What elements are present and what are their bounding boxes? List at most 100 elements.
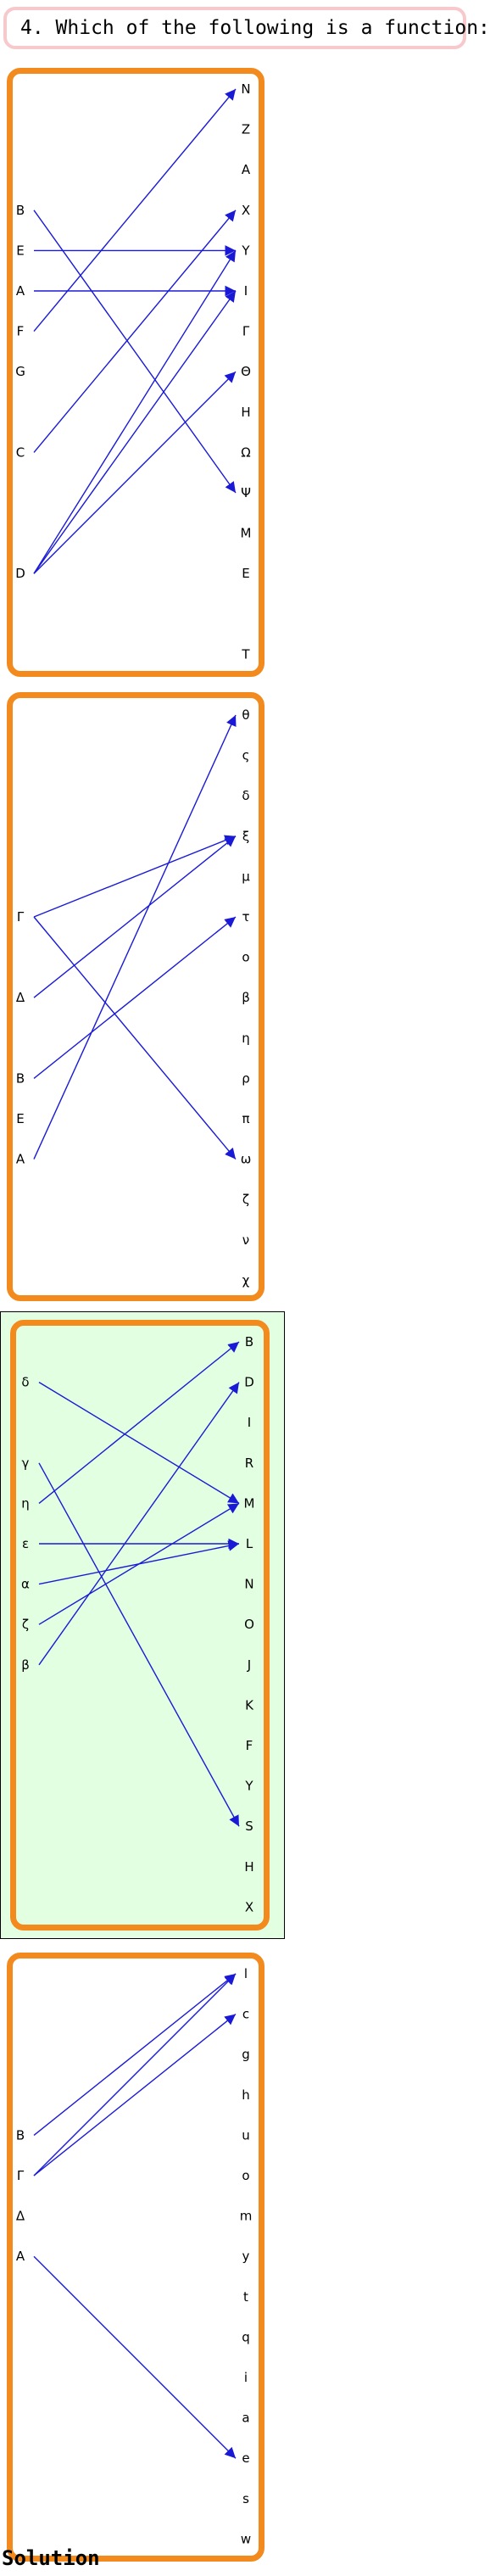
mapping-arrow xyxy=(33,916,237,1160)
domain-label: Γ xyxy=(17,2168,25,2183)
domain-label: C xyxy=(16,444,25,460)
mapping-arrow xyxy=(38,1462,240,1827)
solution-heading: Solution xyxy=(2,2546,100,2570)
codomain-label: ο xyxy=(242,950,249,965)
codomain-label: O xyxy=(244,1617,254,1632)
mapping-arrow xyxy=(38,1382,240,1666)
codomain-label: χ xyxy=(242,1272,250,1288)
domain-label: β xyxy=(21,1657,30,1673)
codomain-label: Z xyxy=(242,122,250,137)
codomain-label: N xyxy=(244,1577,253,1592)
domain-label: A xyxy=(16,1152,25,1167)
codomain-label: i xyxy=(244,2370,248,2385)
domain-label: B xyxy=(16,1070,25,1086)
codomain-label: s xyxy=(242,2491,249,2506)
domain-label: G xyxy=(15,364,25,379)
codomain-label: M xyxy=(241,526,252,541)
domain-label: η xyxy=(21,1495,30,1511)
question-text: 4. Which of the following is a function: xyxy=(20,17,490,39)
codomain-label: θ xyxy=(242,707,249,723)
codomain-label: H xyxy=(241,405,250,420)
mapping-arrow xyxy=(33,88,237,332)
codomain-label: H xyxy=(244,1859,253,1875)
domain-label: E xyxy=(16,1111,24,1126)
domain-label: δ xyxy=(21,1375,29,1390)
mapping-arrow xyxy=(33,1973,237,2176)
codomain-label: π xyxy=(242,1111,249,1126)
mapping-arrow xyxy=(33,1973,237,2136)
mapping-arrow xyxy=(33,835,237,918)
codomain-label: ρ xyxy=(242,1070,250,1086)
domain-label: A xyxy=(16,2249,25,2264)
option-panel-4[interactable] xyxy=(7,1953,264,2562)
codomain-label: L xyxy=(246,1536,253,1551)
codomain-label: T xyxy=(241,646,250,662)
domain-label: B xyxy=(16,203,25,218)
selected-option-highlight xyxy=(0,1311,285,1939)
mapping-arrow xyxy=(33,290,237,574)
codomain-label: ζ xyxy=(242,1192,249,1207)
mapping-arrow xyxy=(33,835,237,998)
mapping-arrow xyxy=(38,1341,240,1504)
option-panel-2[interactable] xyxy=(7,692,264,1301)
codomain-label: δ xyxy=(242,788,249,803)
codomain-label: η xyxy=(242,1031,250,1046)
codomain-label: u xyxy=(242,2127,250,2143)
codomain-label: y xyxy=(242,2249,250,2264)
domain-label: B xyxy=(16,2127,25,2143)
codomain-label: R xyxy=(245,1456,253,1471)
codomain-label: K xyxy=(245,1697,254,1713)
codomain-label: D xyxy=(244,1375,254,1390)
option-panel-3[interactable] xyxy=(10,1320,270,1931)
domain-label: F xyxy=(17,324,25,339)
domain-label: γ xyxy=(22,1456,30,1471)
codomain-label: ς xyxy=(242,748,250,763)
codomain-label: M xyxy=(244,1495,255,1511)
domain-label: Γ xyxy=(17,909,25,925)
codomain-label: X xyxy=(242,203,250,218)
mapping-arrow xyxy=(33,250,237,574)
domain-label: D xyxy=(15,566,25,581)
mapping-arrow xyxy=(33,714,237,1159)
codomain-label: Y xyxy=(241,243,250,258)
codomain-label: ν xyxy=(242,1232,249,1248)
codomain-label: e xyxy=(242,2450,249,2466)
codomain-label: τ xyxy=(242,909,249,925)
codomain-label: q xyxy=(242,2329,250,2344)
domain-label: Δ xyxy=(16,990,25,1005)
codomain-label: Θ xyxy=(241,364,251,379)
codomain-label: Ψ xyxy=(241,485,251,500)
domain-label: A xyxy=(16,283,25,299)
domain-label: ζ xyxy=(22,1617,29,1632)
codomain-label: Y xyxy=(244,1779,253,1794)
codomain-label: μ xyxy=(242,869,250,884)
codomain-label: X xyxy=(245,1899,253,1914)
mapping-arrow xyxy=(33,2255,237,2459)
option-panel-1[interactable] xyxy=(7,68,264,677)
codomain-label: ξ xyxy=(242,829,249,844)
mapping-arrow xyxy=(33,916,237,1079)
mapping-arrow xyxy=(38,1502,240,1625)
codomain-label: c xyxy=(242,2007,249,2022)
codomain-label: l xyxy=(244,1966,248,1981)
codomain-label: g xyxy=(242,2047,250,2062)
domain-label: α xyxy=(21,1577,30,1592)
codomain-label: S xyxy=(245,1819,253,1834)
mapping-arrow xyxy=(33,210,237,494)
codomain-label: B xyxy=(245,1334,253,1349)
mapping-arrow xyxy=(33,210,237,453)
question-box: 4. Which of the following is a function: xyxy=(3,7,490,49)
domain-label: ε xyxy=(22,1536,29,1551)
mapping-arrow xyxy=(33,2014,237,2176)
domain-label: E xyxy=(16,243,24,258)
codomain-label: F xyxy=(246,1738,253,1753)
codomain-label: o xyxy=(242,2168,249,2183)
codomain-label: Γ xyxy=(242,324,250,339)
codomain-label: h xyxy=(242,2087,250,2103)
codomain-label: N xyxy=(241,81,250,97)
codomain-label: Ω xyxy=(241,444,250,460)
domain-label: Δ xyxy=(16,2209,25,2224)
